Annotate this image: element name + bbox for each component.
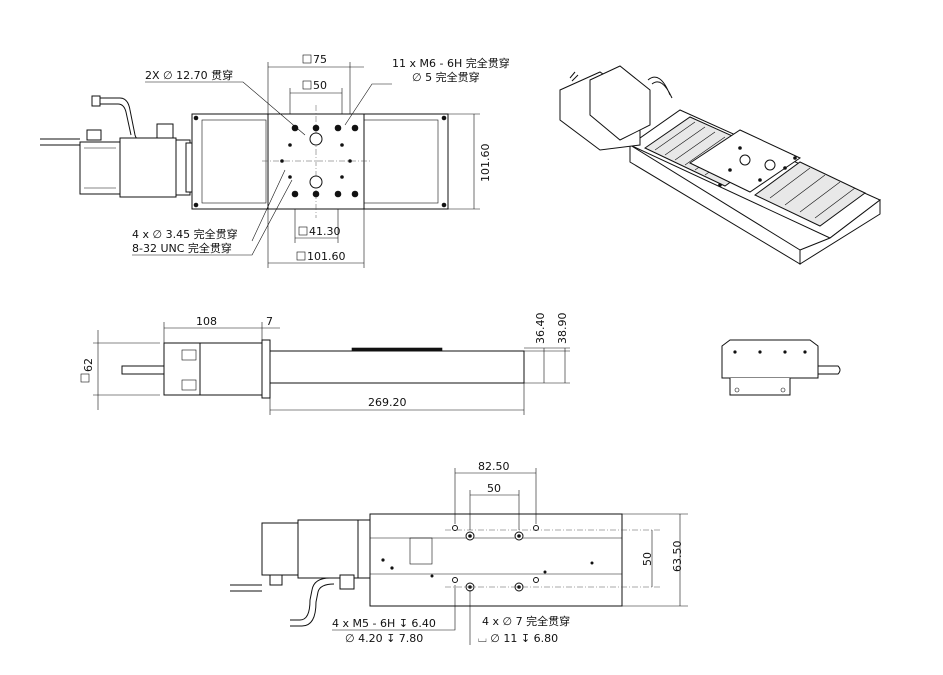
dim-108: 108: [196, 315, 217, 328]
dim-50-top: 50: [487, 482, 501, 495]
dim-82-50: 82.50: [478, 460, 510, 473]
dim-63-50: 63.50: [671, 541, 684, 573]
bottom-body: [369, 513, 623, 607]
dim-50: 50: [313, 79, 327, 92]
c7-note-1: 4 x ∅ 7 完全贯穿: [482, 614, 570, 628]
top-view: 75 50 2X ∅ 12.70 贯穿 11 x M6 - 6H 完全贯穿 ∅ …: [40, 53, 510, 268]
dim-269-20: 269.20: [368, 396, 407, 409]
dim-7: 7: [266, 315, 273, 328]
m6-note-2: ∅ 5 完全贯穿: [412, 70, 480, 84]
dim-41-30: 41.30: [309, 225, 341, 238]
dim-101-60: 101.60: [307, 250, 346, 263]
end-view: [721, 339, 841, 396]
dim-50-side: 50: [641, 552, 654, 566]
side-view: 62 108 7 36.40 38.90 269.20: [80, 313, 570, 415]
m5-note-2: ∅ 4.20 ↧ 7.80: [345, 632, 423, 645]
motor-body: [79, 141, 121, 195]
bottom-view: 82.50 50 50 63.50 4 x M5 - 6H ↧ 6.40 ∅ 4…: [230, 460, 688, 645]
iso-view: [559, 65, 881, 265]
m5-note-1: 4 x M5 - 6H ↧ 6.40: [332, 617, 436, 630]
unc-note: 8-32 UNC 完全贯穿: [132, 241, 232, 255]
dim-101-60-height: 101.60: [479, 144, 492, 183]
holes-3-45-note: 4 x ∅ 3.45 完全贯穿: [132, 227, 238, 241]
dim-62: 62: [82, 358, 95, 372]
dim-75: 75: [313, 53, 327, 66]
holes-12-70-note: 2X ∅ 12.70 贯穿: [145, 68, 233, 82]
c7-note-2: ⌴ ∅ 11 ↧ 6.80: [478, 632, 558, 645]
dim-36-40: 36.40: [534, 313, 547, 345]
m6-note-1: 11 x M6 - 6H 完全贯穿: [392, 56, 510, 70]
dim-38-90: 38.90: [556, 313, 569, 345]
